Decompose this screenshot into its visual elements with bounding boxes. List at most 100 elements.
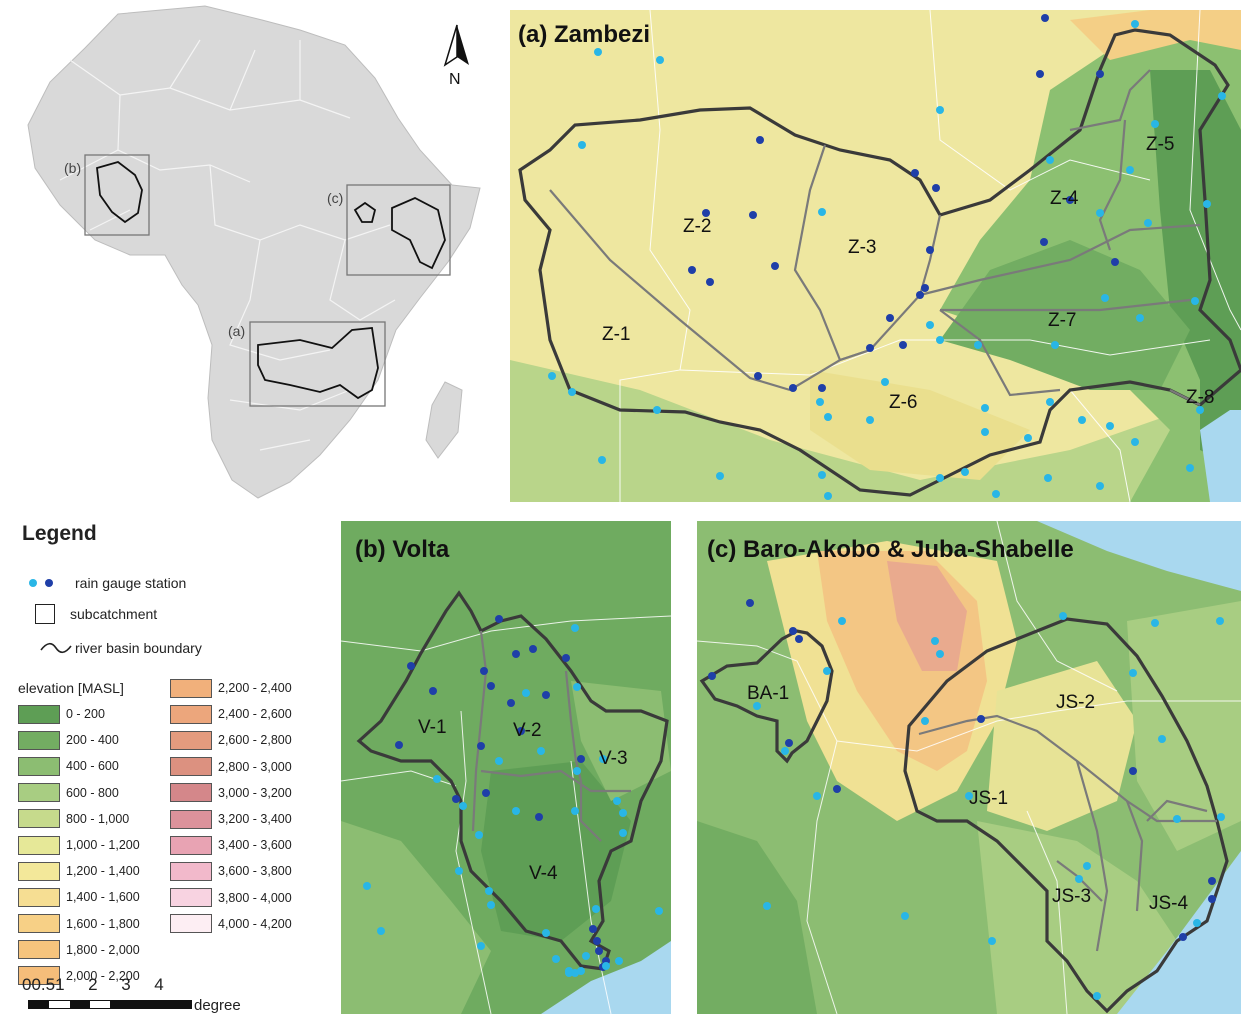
legend-item-subcatchment: subcatchment [35,602,157,626]
volta-basin-boundary [356,590,669,971]
elevation-swatch [18,704,60,724]
subcatchment-label-js2: JS-2 [1056,692,1095,713]
elevation-swatch [18,835,60,855]
elevation-class-row: 1,200 - 1,400 [18,858,140,884]
elevation-swatch [170,730,212,750]
elevation-swatch [18,730,60,750]
elevation-class-row: 2,400 - 2,600 [170,701,292,727]
elevation-class-label: 3,200 - 3,400 [218,812,292,827]
rain-gauge-stations [363,615,663,977]
elevation-class-label: 2,200 - 2,400 [218,681,292,696]
subcatchment-label-z3: Z-3 [848,237,877,258]
elevation-swatch [170,835,212,855]
subcatchment-label-z2: Z-2 [683,216,712,237]
terrain-yellow-south [810,370,1030,480]
elevation-class-label: 200 - 400 [66,733,119,748]
country-borders [59,39,396,451]
volta-title: (b) Volta [355,536,450,563]
juba-shabelle-basin-boundary [903,617,1229,1014]
elevation-swatch [170,783,212,803]
elevation-class-row: 200 - 400 [18,727,140,753]
elevation-class-label: 4,000 - 4,200 [218,916,292,931]
terrain-light-northeast [571,681,671,801]
rain-gauge-stations [708,599,1225,1000]
terrain-light-green-east [1127,601,1241,851]
baro-juba-title: (c) Baro-Akobo & Juba-Shabelle [707,536,1074,563]
wave-line-icon [40,642,72,654]
elevation-class-row: 600 - 800 [18,780,140,806]
subcatchment-label-v3: V-3 [599,748,628,769]
subcatchment-label-v1: V-1 [418,717,447,738]
elevation-swatch [18,887,60,907]
volta-map-panel: (b) Volta V-1 V-2 V-3 V-4 [341,521,671,1014]
legend-label-subcatchment: subcatchment [70,606,158,622]
legend-title: Legend [22,522,97,545]
zambezi-basin-boundary [518,28,1241,497]
elevation-class-row: 4,000 - 4,200 [170,911,292,937]
elevation-class-row: 3,400 - 3,600 [170,832,292,858]
subcatchment-boundaries [471,630,631,842]
elevation-class-row: 1,600 - 1,800 [18,911,140,937]
elevation-class-label: 2,800 - 3,000 [218,759,292,774]
legend-label-rain-gauge: rain gauge station [75,575,187,591]
elevation-class-label: 3,000 - 3,200 [218,785,292,800]
elevation-class-row: 3,000 - 3,200 [170,780,292,806]
elevation-swatch [170,704,212,724]
inset-label-b: (b) [64,160,81,176]
elevation-class-row: 1,000 - 1,200 [18,832,140,858]
elevation-class-row: 3,200 - 3,400 [170,806,292,832]
terrain-yellow-eastern [987,661,1137,831]
elevation-class-label: 1,000 - 1,200 [66,838,140,853]
baro-akobo-basin-boundary [699,629,834,764]
scale-bar-ticks: 00.51 2 3 4 [22,975,164,994]
elevation-swatch [18,783,60,803]
madagascar-island [425,381,463,459]
elevation-swatch [18,809,60,829]
ocean-gulf [541,941,671,1014]
subcatchment-label-js4: JS-4 [1149,893,1189,914]
legend-item-basin-boundary: river basin boundary [40,638,202,658]
rain-gauge-dots-icon [27,577,67,589]
scale-bar-unit: degree [194,997,241,1014]
elevation-class-label: 2,000 - 2,200 [66,968,140,983]
legend-label-basin-boundary: river basin boundary [75,640,202,656]
elevation-swatch [18,756,60,776]
inset-box-a [249,321,386,407]
terrain-lighter-west [341,821,491,1014]
lake-malawi [1200,410,1241,502]
terrain-low-west [697,821,817,1014]
elevation-swatch [18,861,60,881]
north-arrow-icon [443,24,469,67]
elevation-class-label: 3,400 - 3,600 [218,838,292,853]
subcatchment-label-ba1: BA-1 [747,683,789,704]
subcatchment-label-v4: V-4 [529,863,558,884]
elevation-swatch [170,861,212,881]
zambezi-title: (a) Zambezi [518,21,650,48]
elevation-swatch [170,888,212,908]
terrain-green-deep [1150,70,1241,470]
elevation-class-row: 2,600 - 2,800 [170,727,292,753]
elevation-class-label: 2,600 - 2,800 [218,733,292,748]
north-label: N [449,71,461,88]
inset-box-c [346,184,451,276]
ocean-indian [1117,851,1241,1014]
country-borders [697,521,1241,1014]
ocean-gulf-aden [1037,521,1241,591]
terrain-lowland-south [510,360,1241,502]
elevation-swatch [18,940,60,960]
elevation-swatch [170,757,212,777]
terrain-orange-northeast [1070,10,1241,60]
subcatchment-label-z5: Z-5 [1146,134,1175,155]
africa-overview-map: (b) (c) (a) N [27,5,481,499]
inset-box-b [84,154,150,236]
elevation-class-row: 2,000 - 2,200 [18,963,140,989]
elevation-swatch [170,809,212,829]
elevation-class-row: 3,800 - 4,000 [170,885,292,911]
subcatchment-label-z6: Z-6 [889,392,918,413]
elevation-class-label: 800 - 1,000 [66,811,130,826]
subcatchment-boundaries [918,714,1217,952]
zambezi-map-panel: (a) Zambezi Z-1 Z-2 Z-3 Z-4 Z-5 Z-6 Z-7 … [510,10,1241,502]
elevation-class-row: 2,800 - 3,000 [170,754,292,780]
subcatchment-label-z8: Z-8 [1186,387,1215,408]
subcatchment-label-z7: Z-7 [1048,310,1077,331]
